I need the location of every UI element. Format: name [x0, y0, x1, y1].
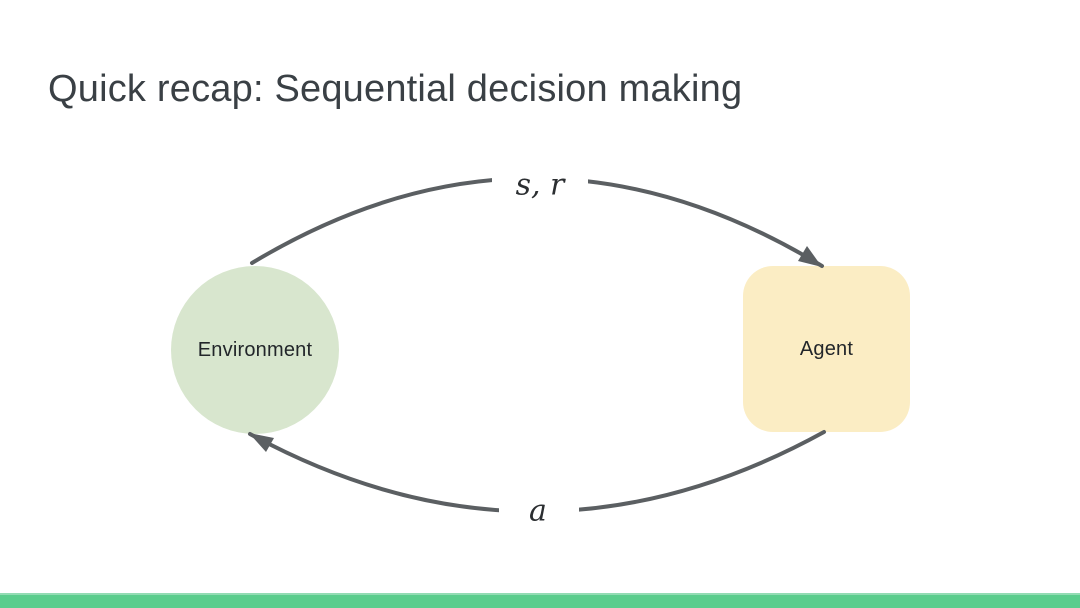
action-label: a: [529, 493, 547, 529]
arrowhead-into-environment-icon: [249, 433, 274, 452]
environment-node: Environment: [171, 266, 339, 434]
arrowhead-into-agent-icon: [798, 246, 822, 267]
agent-label: Agent: [799, 337, 854, 360]
slide-title: Quick recap: Sequential decision making: [48, 68, 743, 110]
environment-label: Environment: [197, 338, 313, 361]
accent-bar: [0, 593, 1080, 608]
agent-node: Agent: [743, 266, 910, 432]
state-reward-label: s, r: [515, 167, 565, 203]
